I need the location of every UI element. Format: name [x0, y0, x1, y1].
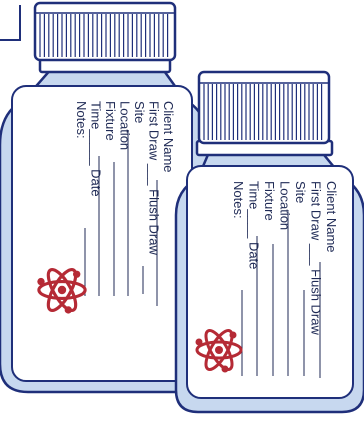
bottle-1-label-rules	[84, 130, 158, 306]
label-notes: Notes:	[74, 101, 89, 139]
label-time-date: Time____ Date	[247, 181, 262, 269]
bottle-2-label-rules	[241, 212, 321, 378]
label-location: Location	[118, 101, 133, 150]
bottle-2-label-text: Client Name First Draw ___ Flush Draw Si…	[231, 181, 339, 335]
label-client-name: Client Name	[324, 181, 339, 253]
bottle-1-cap	[33, 1, 177, 62]
label-draw-type: First Draw ___ Flush Draw	[147, 101, 162, 255]
label-client-name: Client Name	[161, 101, 176, 173]
label-time-date: Time_____ Date	[89, 101, 104, 197]
sample-bottle-2: Client Name First Draw ___ Flush Draw Si…	[174, 70, 364, 414]
sample-bottle-1: Client Name First Draw ___ Flush Draw Si…	[0, 1, 210, 394]
label-location: Location	[278, 181, 293, 230]
label-notes: Notes:	[231, 181, 246, 219]
label-site: Site	[132, 101, 147, 123]
bottle-2-label	[186, 165, 354, 399]
label-fixture: Fixture	[103, 101, 118, 141]
label-fixture: Fixture	[262, 181, 277, 221]
label-site: Site	[293, 181, 308, 203]
label-draw-type: First Draw ___ Flush Draw	[309, 181, 324, 335]
bottle-2-cap	[197, 70, 331, 145]
bottle-1-label-text: Client Name First Draw ___ Flush Draw Si…	[74, 101, 176, 255]
